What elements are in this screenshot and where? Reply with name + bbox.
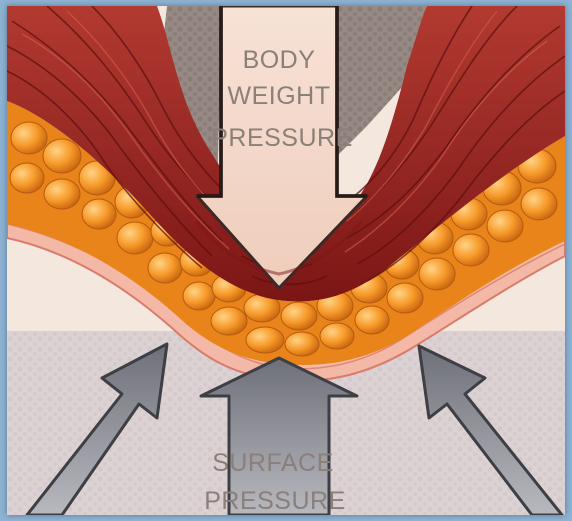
- label-surface: SURFACE: [212, 449, 334, 477]
- label-body: BODY: [243, 46, 316, 74]
- pressure-diagram: BODY WEIGHT PRESSURE SURFACE PRESSURE: [7, 6, 565, 515]
- label-pressure-top: PRESSURE: [211, 124, 353, 152]
- label-weight: WEIGHT: [228, 82, 331, 110]
- label-pressure-bottom: PRESSURE: [204, 487, 346, 515]
- pressure-illustration: BODY WEIGHT PRESSURE SURFACE PRESSURE: [7, 6, 565, 515]
